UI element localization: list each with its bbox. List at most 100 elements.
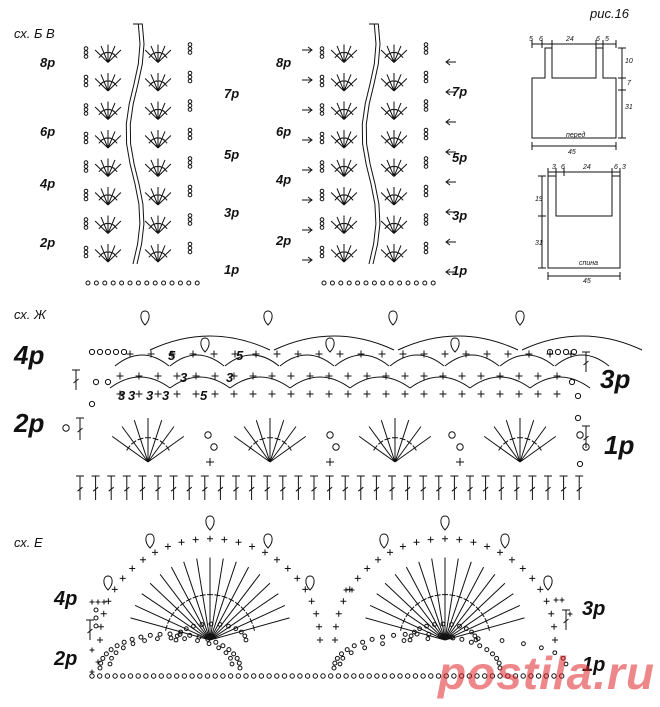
chain-stitch xyxy=(228,655,233,661)
chain-stitch xyxy=(235,673,242,679)
back-dim-top: 3 xyxy=(622,164,626,171)
stitch-fan xyxy=(380,101,408,120)
chain-stitch xyxy=(88,348,96,356)
stitch-fan xyxy=(94,73,122,92)
chain-stitch xyxy=(528,673,534,679)
chain-stitch xyxy=(521,641,526,647)
single-crochet-symbol xyxy=(173,390,181,398)
scheme-e-chart xyxy=(86,515,573,679)
chain-stitch xyxy=(348,650,354,656)
single-crochet-symbol xyxy=(207,535,213,542)
chain-stitch xyxy=(482,673,488,679)
back-dim-bottom: 45 xyxy=(583,278,591,285)
single-crochet-symbol xyxy=(192,390,200,398)
chain-stitch xyxy=(187,50,193,55)
single-crochet-symbol xyxy=(325,390,333,398)
single-crochet-symbol xyxy=(462,350,470,358)
double-crochet-symbol xyxy=(559,475,568,500)
chain-stitch xyxy=(319,188,325,194)
stitch-fan xyxy=(380,44,408,63)
chain-stitch xyxy=(574,392,582,400)
single-crochet-symbol xyxy=(231,350,239,358)
single-crochet-symbol xyxy=(427,536,434,543)
picot-symbol xyxy=(379,533,389,549)
chain-arch xyxy=(521,335,643,351)
single-crochet-symbol xyxy=(357,350,365,358)
chain-stitch xyxy=(274,673,280,679)
chain-arch xyxy=(469,376,531,389)
chain-stitch xyxy=(112,348,120,356)
bv-left-row-7: 7р xyxy=(224,86,240,101)
chain-stitch xyxy=(83,192,89,198)
double-crochet-symbol xyxy=(562,609,570,630)
direction-arrow xyxy=(302,136,313,144)
picot-symbol xyxy=(515,310,525,326)
chain-stitch xyxy=(319,107,325,112)
single-crochet-symbol xyxy=(340,598,347,605)
chain-stitch xyxy=(380,641,385,647)
front-dim-side: 10 xyxy=(625,58,633,65)
stitch-fan xyxy=(144,73,172,92)
single-crochet-symbol xyxy=(553,390,561,398)
chain-stitch xyxy=(187,249,193,255)
double-crochet-symbol xyxy=(169,475,178,500)
chain-stitch xyxy=(420,673,426,679)
chain-stitch xyxy=(412,673,419,679)
double-crochet-symbol xyxy=(481,475,490,500)
stitch-fan xyxy=(94,130,122,149)
single-crochet-symbol xyxy=(496,372,504,380)
direction-arrow xyxy=(445,148,456,156)
chain-stitch xyxy=(83,78,89,84)
direction-arrow xyxy=(445,208,456,216)
chain-stitch xyxy=(83,245,89,251)
chain-stitch xyxy=(158,673,165,679)
single-crochet-symbol xyxy=(129,565,136,572)
chain-stitch xyxy=(560,655,566,661)
chain-stitch xyxy=(477,643,483,649)
chain-stitch xyxy=(374,673,380,679)
e-row-4: 4р xyxy=(54,588,78,610)
chain-stitch xyxy=(319,50,325,55)
single-crochet-symbol xyxy=(273,556,280,563)
single-crochet-symbol xyxy=(519,565,526,572)
direction-arrow xyxy=(445,58,456,66)
chain-arch xyxy=(273,335,395,351)
chain-stitch xyxy=(258,673,265,679)
chain-stitch xyxy=(512,673,519,679)
chain-stitch xyxy=(93,280,99,286)
chain-arch xyxy=(289,376,351,389)
stitch-fan xyxy=(94,158,122,177)
zh-chain-count: 5 xyxy=(236,348,244,363)
double-crochet-symbol xyxy=(200,475,209,500)
stitch-fan xyxy=(144,158,172,177)
scheme-bv-left-chart xyxy=(83,23,200,286)
chain-stitch xyxy=(120,673,126,679)
double-crochet-symbol xyxy=(372,475,381,500)
chain-stitch xyxy=(130,641,136,647)
picot-symbol xyxy=(500,533,510,549)
single-crochet-symbol xyxy=(529,575,536,582)
double-crochet-symbol xyxy=(582,351,590,372)
chain-stitch xyxy=(397,280,403,286)
chain-stitch xyxy=(187,99,193,104)
double-crochet-symbol xyxy=(138,475,147,500)
single-crochet-symbol xyxy=(401,372,409,380)
picot-symbol xyxy=(440,515,450,531)
double-crochet-symbol xyxy=(528,475,537,500)
double-crochet-symbol xyxy=(278,475,287,500)
chain-stitch xyxy=(319,245,325,251)
chain-stitch xyxy=(423,99,429,104)
chain-stitch xyxy=(338,280,344,286)
chain-stitch xyxy=(98,660,104,666)
single-crochet-symbol xyxy=(420,372,428,380)
chain-stitch xyxy=(423,103,429,108)
chain-stitch xyxy=(110,280,116,286)
single-crochet-symbol xyxy=(456,458,464,466)
chain-stitch xyxy=(186,280,192,286)
chain-stitch xyxy=(381,673,388,679)
chain-stitch xyxy=(187,103,193,108)
chain-stitch xyxy=(226,647,232,653)
chain-stitch xyxy=(147,632,153,638)
chain-stitch xyxy=(167,631,173,637)
chain-stitch xyxy=(405,673,411,679)
